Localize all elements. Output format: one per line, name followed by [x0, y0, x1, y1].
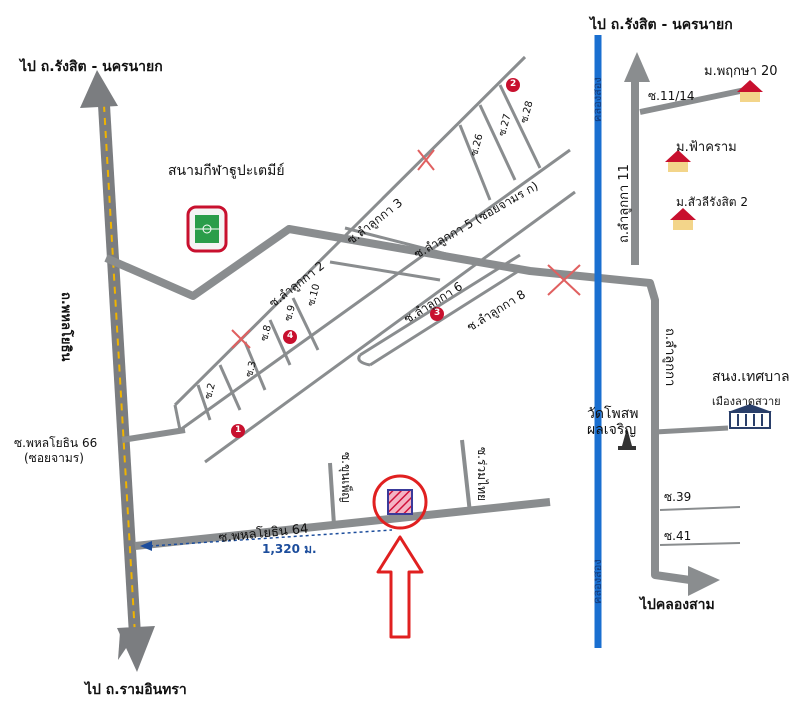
lamlukka-road-label: ถ.ลำลูกกา	[662, 328, 677, 387]
bottom-right-destination: ไปคลองสาม	[640, 597, 715, 613]
fakram-label: ม.ฟ้าคราม	[676, 140, 737, 155]
house-icon	[737, 80, 763, 102]
marker-3	[430, 307, 444, 321]
road-arrow-down-icon	[117, 626, 155, 672]
blocked-crossings	[231, 149, 581, 349]
lamlukka11-label: ถ.ลำลูกกา 11	[617, 164, 632, 243]
temple-label-line1: วัดโพสพ	[587, 406, 639, 422]
soi66-road	[121, 427, 186, 443]
phruksa-label: ม.พฤกษา 20	[704, 64, 778, 79]
government-building-icon	[728, 404, 772, 429]
down-arrow-icon	[376, 535, 424, 639]
marker-3-label: 3	[434, 308, 441, 318]
soi-grid	[173, 55, 576, 464]
temple-label-line2: ผลเจริญ	[587, 422, 637, 438]
marker-4	[283, 330, 297, 344]
canal-label-bottom: คลองสอง	[591, 559, 604, 604]
stadium-road	[104, 225, 691, 584]
soi39-label: ซ.39	[664, 490, 692, 504]
road-arrow-up-right-icon	[624, 52, 650, 82]
distance-label: 1,320 ม.	[262, 542, 317, 556]
temple-icon	[618, 428, 636, 450]
distance-line	[149, 529, 393, 547]
stadium-label: สนามกีฬาฐูปะเตมีย์	[168, 163, 285, 179]
target-pin-icon	[372, 474, 428, 530]
marker-4-label: 4	[287, 331, 294, 341]
phahon-road-label: ถ.พหลโยธิน	[58, 292, 73, 362]
top-left-destination: ไป ถ.รังสิต - นครนายก	[20, 59, 163, 75]
soi41-label: ซ.41	[664, 529, 692, 543]
marker-1	[231, 424, 245, 438]
house-icon	[665, 150, 691, 172]
road-arrow-up-icon	[80, 70, 118, 108]
municipal-name-label: เมืองลาดสวาย	[712, 395, 781, 408]
stadium-icon	[186, 205, 228, 253]
soi66-alt-label: (ซอยจามร)	[24, 451, 84, 465]
soi-11-14-label: ซ.11/14	[648, 89, 695, 103]
house-icon	[670, 208, 696, 230]
soi-ruamthai-label: ซ.ร่วมไทย	[475, 447, 489, 502]
phahon-yothin-road	[80, 70, 155, 672]
soi64-road	[134, 498, 551, 550]
marker-2-label: 2	[510, 79, 517, 89]
soi66-label: ซ.พหลโยธิน 66	[14, 436, 98, 450]
bottom-left-destination: ไป ถ.รามอินทรา	[85, 682, 187, 698]
canal-label-top: คลองสอง	[591, 77, 604, 122]
road-arrow-right-icon	[688, 566, 720, 596]
marker-2	[506, 78, 520, 92]
soi-khun-label: ซ.ขุนเพ็ญ	[339, 452, 353, 503]
marker-1-label: 1	[235, 425, 242, 435]
sua-rangsit-label: ม.สัวลีรังสิต 2	[676, 195, 749, 209]
top-right-destination: ไป ถ.รังสิต - นครนายก	[590, 17, 733, 33]
municipal-office-label: สนง.เทศบาล	[712, 369, 790, 385]
